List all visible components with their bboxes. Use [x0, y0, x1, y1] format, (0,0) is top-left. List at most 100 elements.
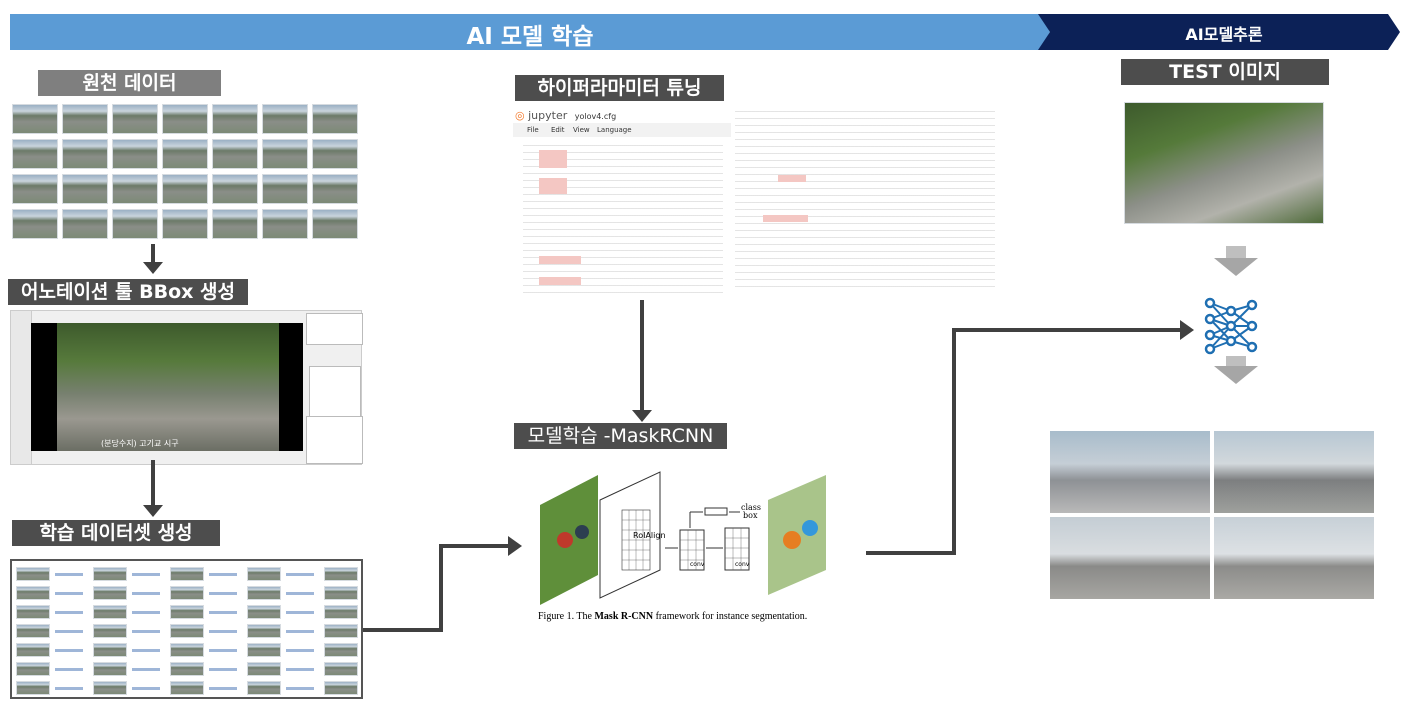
dataset-image-file [324, 624, 358, 638]
annotation-overlay-text: (분당수지) 고기교 시구 [101, 439, 179, 448]
menu-language[interactable]: Language [597, 126, 632, 134]
dataset-label-file [208, 630, 237, 633]
raw-data-thumbnail [162, 174, 208, 204]
dataset-image-file [16, 605, 50, 619]
caption-prefix: Figure 1. The [538, 611, 595, 622]
annotation-tool-screenshot: (분당수지) 고기교 시구 [10, 310, 363, 465]
dataset-label-file [54, 592, 83, 595]
raw-data-thumbnail [312, 174, 358, 204]
code-highlight-3 [539, 256, 581, 264]
inference-banner: AI모델추론 [1038, 14, 1400, 50]
code-highlight-4 [539, 277, 581, 285]
raw-data-thumbnails [12, 104, 358, 239]
caption-suffix: framework for instance segmentation. [653, 611, 808, 622]
flow-arrow-1 [143, 262, 163, 274]
dataset-image-file [93, 662, 127, 676]
dataset-image-file [93, 624, 127, 638]
raw-data-thumbnail [12, 174, 58, 204]
neural-network-svg [1204, 297, 1258, 355]
flow-line-3 [640, 300, 644, 410]
connector-v2 [952, 328, 956, 555]
annotation-attr-panel [306, 313, 363, 345]
code-highlight-6 [763, 215, 808, 222]
neural-network-icon [1200, 295, 1262, 357]
raw-data-thumbnail [212, 174, 258, 204]
result-image-1 [1050, 431, 1210, 513]
gray-arrow-stem-2 [1226, 356, 1246, 366]
dataset-image-file [170, 605, 204, 619]
dataset-label-file [208, 592, 237, 595]
fc-layer [704, 507, 728, 516]
annotation-toolbar [11, 311, 32, 464]
raw-data-thumbnail [62, 209, 108, 239]
jupyter-file-name: yolov4.cfg [574, 112, 617, 121]
dataset-image-file [93, 681, 127, 695]
jupyter-header: ◎ jupyter yolov4.cfg [515, 109, 616, 122]
jupyter-editor-right [733, 107, 998, 297]
jupyter-editor: ◎ jupyter yolov4.cfg File Edit View Lang… [513, 107, 731, 302]
jupyter-code-lines [523, 145, 723, 295]
dataset-image-file [247, 567, 281, 581]
dataset-label-file [131, 592, 160, 595]
dataset-label: 학습 데이터셋 생성 [12, 520, 220, 546]
raw-data-thumbnail [262, 139, 308, 169]
raw-data-thumbnail [112, 209, 158, 239]
jupyter-logo-text: jupyter [528, 109, 568, 122]
code-highlight-1 [539, 150, 567, 168]
flow-line-1 [151, 244, 155, 262]
code-highlight-2 [539, 178, 567, 194]
raw-data-label: 원천 데이터 [38, 70, 221, 96]
result-image-3 [1050, 517, 1210, 599]
dataset-label-file [131, 649, 160, 652]
connector-arrow-2 [1180, 320, 1194, 340]
menu-view[interactable]: View [573, 126, 590, 134]
dataset-label-file [131, 668, 160, 671]
annotation-road-image [57, 323, 279, 451]
menu-file[interactable]: File [527, 126, 539, 134]
dataset-label-file [54, 687, 83, 690]
dataset-image-file [93, 643, 127, 657]
dataset-label-file [208, 611, 237, 614]
dataset-image-file [93, 605, 127, 619]
dataset-image-file [324, 662, 358, 676]
test-image [1124, 102, 1324, 224]
roialign-text: RoIAlign [633, 531, 666, 540]
connector-h3 [866, 551, 956, 555]
player-figure-1 [557, 532, 573, 548]
connector-arrow-1 [508, 536, 522, 556]
raw-data-thumbnail [112, 104, 158, 134]
connector-h1 [363, 628, 443, 632]
dataset-label-file [131, 573, 160, 576]
dataset-image-file [93, 586, 127, 600]
raw-data-thumbnail [62, 174, 108, 204]
menu-edit[interactable]: Edit [551, 126, 565, 134]
dataset-image-file [170, 643, 204, 657]
raw-data-thumbnail [162, 209, 208, 239]
annotation-tool-label: 어노테이션 툴 BBox 생성 [8, 279, 248, 305]
training-banner-title: AI 모델 학습 [466, 24, 594, 50]
flow-arrow-2 [143, 505, 163, 517]
dataset-image-file [247, 662, 281, 676]
raw-data-thumbnail [12, 104, 58, 134]
dataset-image-file [247, 643, 281, 657]
conv-block-2 [724, 527, 750, 571]
maskrcnn-figure: RoIAlign conv conv class box [530, 470, 830, 610]
raw-data-thumbnail [162, 104, 208, 134]
caption-bold: Mask R-CNN [594, 611, 654, 622]
dataset-image-file [170, 662, 204, 676]
conv-grid-2 [725, 528, 749, 570]
raw-data-thumbnail [312, 209, 358, 239]
flow-arrow-3 [632, 410, 652, 422]
inference-results [1050, 431, 1375, 599]
raw-data-thumbnail [112, 174, 158, 204]
raw-data-thumbnail [112, 139, 158, 169]
dataset-label-file [54, 649, 83, 652]
annotation-canvas: (분당수지) 고기교 시구 [31, 323, 303, 451]
dataset-label-file [54, 611, 83, 614]
dataset-image-file [170, 567, 204, 581]
connector-v1 [439, 544, 443, 632]
roi-grid-lines [622, 510, 650, 570]
dataset-file-grid [10, 559, 363, 699]
dataset-label-file [208, 649, 237, 652]
dataset-image-file [170, 624, 204, 638]
